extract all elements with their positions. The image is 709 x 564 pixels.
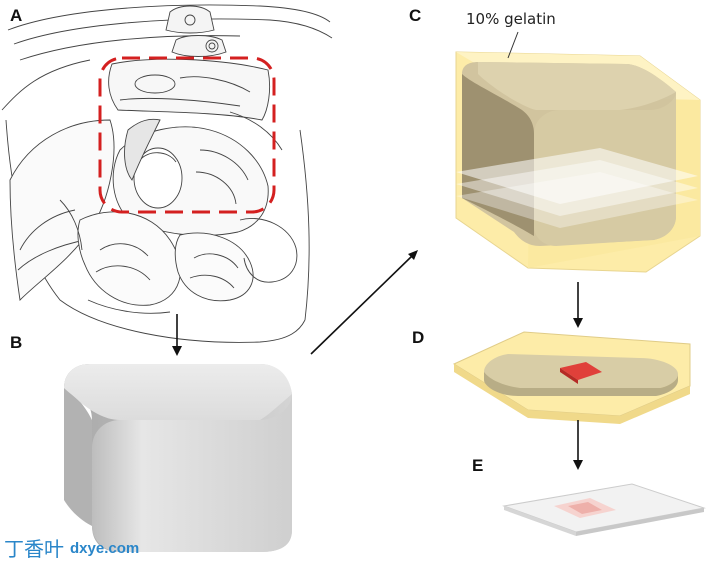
panel-label-b: B <box>10 333 22 352</box>
panel-label-c: C <box>409 6 421 25</box>
roi-box <box>98 56 276 214</box>
watermark-logo: 丁香叶 dxye.com <box>4 537 139 561</box>
gelatin-label: 10% gelatin <box>466 10 556 28</box>
anatomy-drawing <box>1 4 333 343</box>
panel-label-d: D <box>412 328 424 347</box>
watermark-chinese: 丁香叶 <box>4 537 64 561</box>
panel-label-e: E <box>472 456 483 475</box>
arrows <box>172 250 583 470</box>
grey-block <box>64 364 292 552</box>
arrow-b-to-c <box>310 255 413 355</box>
glass-slide <box>502 483 706 536</box>
watermark-domain: dxye.com <box>70 540 139 557</box>
gelatin-cube <box>455 31 701 273</box>
panel-label-a: A <box>10 6 22 25</box>
gelatin-slab <box>452 331 691 424</box>
